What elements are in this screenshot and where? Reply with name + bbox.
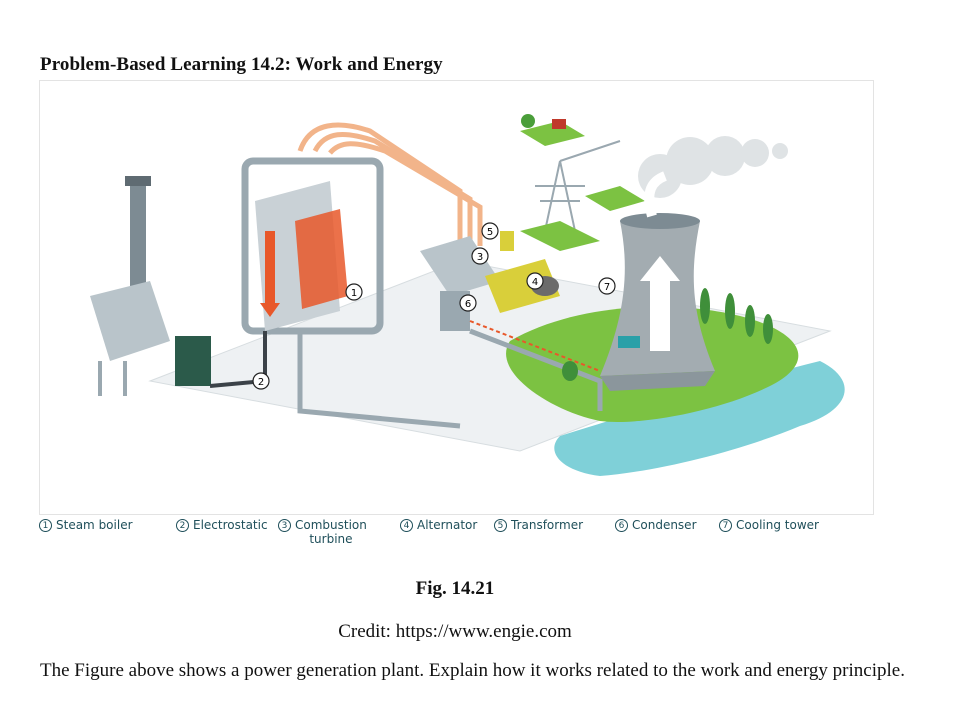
power-plant-diagram: 1 2 3 4 5 6 7	[39, 80, 874, 515]
updraft-arrow	[640, 256, 680, 351]
steam-boiler	[295, 209, 348, 309]
cooling-tower	[600, 213, 715, 391]
page-heading: Problem-Based Learning 14.2: Work and En…	[40, 54, 443, 75]
alternator	[485, 259, 560, 313]
electrostatic-filter	[90, 281, 170, 361]
callout-7: 7	[598, 277, 616, 295]
svg-text:7: 7	[604, 282, 610, 293]
svg-text:4: 4	[532, 277, 538, 288]
callout-4: 4	[526, 272, 544, 290]
river-water	[554, 361, 845, 476]
power-pylon	[535, 140, 621, 232]
trees	[562, 288, 773, 381]
steam-cloud	[638, 136, 788, 198]
svg-text:5: 5	[487, 227, 493, 238]
svg-text:3: 3	[477, 252, 483, 263]
chimney	[130, 181, 146, 291]
callout-6: 6	[459, 294, 477, 312]
callout-1: 1	[345, 283, 363, 301]
solar-panel	[175, 336, 211, 386]
boiler-loop	[241, 157, 384, 335]
question-text: The Figure above shows a power generatio…	[40, 660, 905, 681]
svg-text:6: 6	[465, 299, 471, 310]
callout-2: 2	[252, 372, 270, 390]
power-plant-illustration: 1 2 3 4 5 6 7	[90, 114, 845, 476]
svg-text:2: 2	[258, 377, 264, 388]
transformer	[500, 231, 514, 251]
figure-label: Fig. 14.21	[415, 578, 495, 599]
figure-credit: Credit: https://www.engie.com	[338, 621, 572, 642]
svg-text:1: 1	[351, 288, 357, 299]
callout-3: 3	[471, 247, 489, 265]
callout-5: 5	[481, 222, 499, 240]
